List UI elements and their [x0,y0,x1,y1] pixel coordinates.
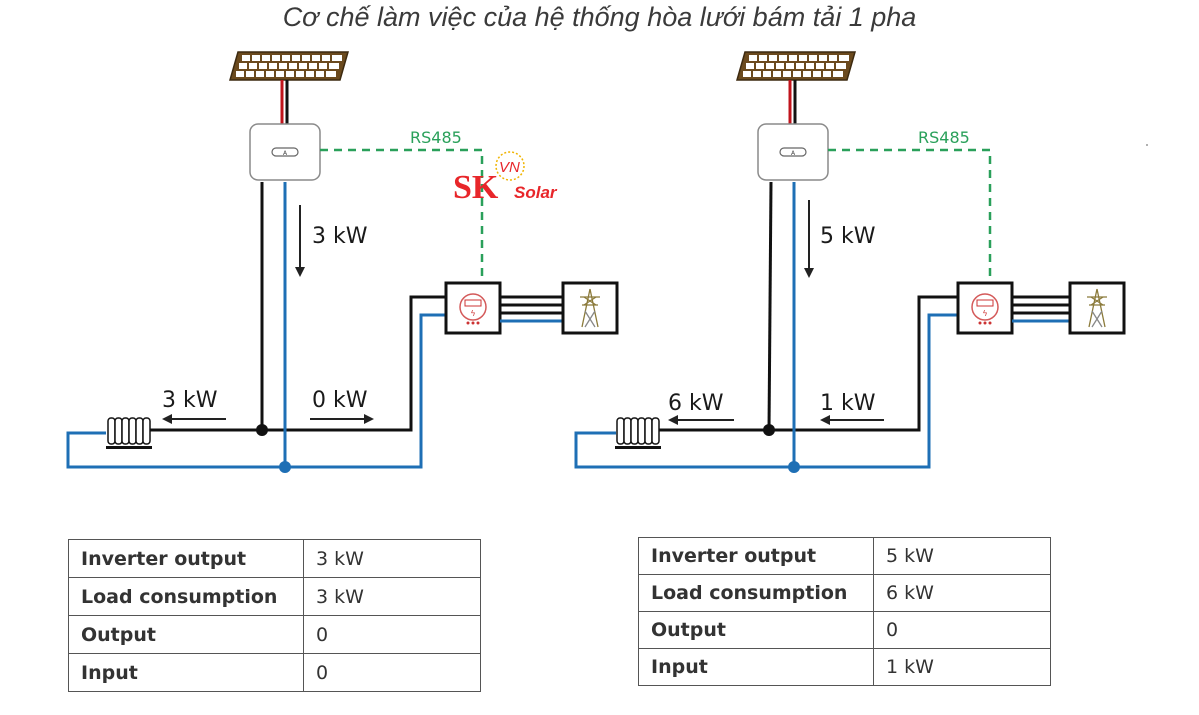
ac-phase-bus [150,295,446,432]
ac-neutral-bus [66,313,446,469]
load-flow-label: 3 kW [162,388,218,413]
summary-table-right: Inverter output 5 kW Load consumption 6 … [638,537,1051,686]
row-label: Load consumption [638,574,874,612]
inverter-icon [757,123,829,181]
neutral-junction [788,461,800,473]
row-label: Input [68,653,304,692]
load-icon [105,417,153,450]
row-value: 0 [303,653,481,692]
grid-tower-icon [1068,281,1126,335]
solar-panel-icon [736,51,856,81]
row-value: 0 [303,615,481,654]
row-value: 6 kW [873,574,1051,612]
inverter-flow-label: 3 kW [312,224,368,249]
ac-phase-bus [658,295,957,432]
table-row: Load consumption 6 kW [638,574,1051,612]
load-flow-label: 6 kW [668,391,724,416]
inverter-phase-line [767,181,773,431]
neutral-junction [279,461,291,473]
diagram-left: RS485 VN SK Solar 3 kW 3 kW 0 kW [66,51,619,473]
row-label: Inverter output [68,539,304,578]
inverter-flow-label: 5 kW [820,224,876,249]
table-row: Output 0 [638,611,1051,649]
row-value: 3 kW [303,577,481,616]
rs485-label: RS485 [410,128,462,147]
row-label: Output [68,615,304,654]
row-value: 1 kW [873,648,1051,686]
row-value: 3 kW [303,539,481,578]
table-row: Load consumption 3 kW [68,577,481,616]
row-label: Output [638,611,874,649]
table-row: Inverter output 5 kW [638,537,1051,575]
ac-neutral-bus [574,313,957,469]
row-value: 0 [873,611,1051,649]
table-row: Output 0 [68,615,481,654]
phase-junction [256,424,268,436]
load-icon [614,417,662,450]
solar-panel-icon [229,51,349,81]
table-row: Inverter output 3 kW [68,539,481,578]
svg-text:Solar: Solar [514,183,558,202]
rs485-link [828,148,992,284]
svg-text:VN: VN [499,159,520,176]
smart-meter-icon [444,281,502,335]
smart-meter-icon [956,281,1014,335]
svg-text:SK: SK [453,169,499,206]
row-label: Input [638,648,874,686]
row-label: Load consumption [68,577,304,616]
row-label: Inverter output [638,537,874,575]
diagram-right: RS485 5 kW 6 kW 1 kW [574,51,1126,473]
table-row: Input 1 kW [638,648,1051,686]
rs485-link [320,148,484,284]
stray-dot [1146,144,1148,146]
grid-flow-label: 1 kW [820,391,876,416]
phase-junction [763,424,775,436]
grid-flow-label: 0 kW [312,388,368,413]
row-value: 5 kW [873,537,1051,575]
summary-table-left: Inverter output 3 kW Load consumption 3 … [68,539,481,692]
watermark-logo: VN SK Solar [453,151,558,206]
grid-tower-icon [561,281,619,335]
page-title: Cơ chế làm việc của hệ thống hòa lưới bá… [282,2,917,32]
rs485-label: RS485 [918,128,970,147]
table-row: Input 0 [68,653,481,692]
inverter-icon [249,123,321,181]
